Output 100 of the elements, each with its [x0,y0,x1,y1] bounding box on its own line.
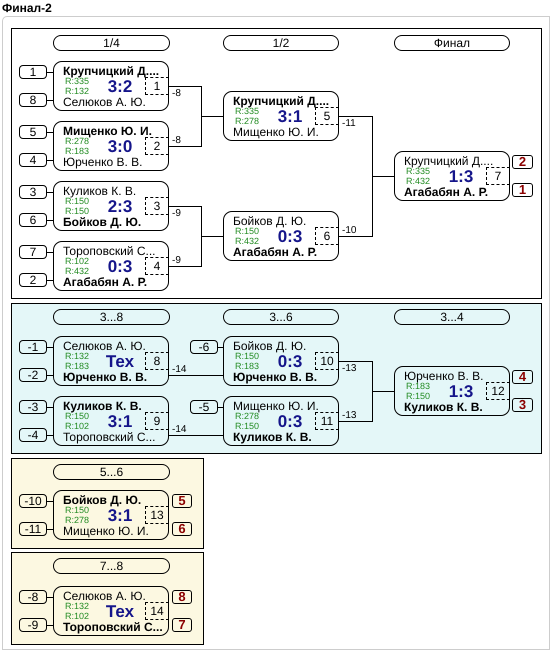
place-tag: 2 [512,155,533,169]
player-name: Мищенко Ю. И. [233,399,319,413]
edge-label: -8 [171,134,182,146]
rating: R:150 [235,421,260,431]
match-number-tag: 1 [145,77,169,95]
seed-connector [46,435,54,436]
match-score: 2:3 [108,198,134,216]
seed-connector [46,375,54,376]
edge-label: -13 [341,410,358,420]
rating: R:102 [65,611,90,621]
seed-connector [46,529,54,530]
match-score: 3:1 [108,413,134,431]
player-name: Куликов К. В. [63,184,136,198]
edge-label: -14 [171,364,188,374]
match-number-tag: 13 [145,506,169,524]
seed-connector [46,72,54,73]
match-number-tag: 7 [486,167,510,185]
match-number-tag: 12 [486,382,510,400]
match-card [53,336,169,386]
player-name: Агабабян А. Р. [233,245,318,259]
seed-tag: -3 [19,400,47,414]
player-name: Юрченко В. В. [63,370,148,384]
place-tag: 6 [172,522,192,536]
seed-tag: 2 [19,273,47,287]
match-score: 3:1 [278,108,302,126]
match-number-tag: 14 [145,602,169,620]
seed-tag: 6 [19,213,47,227]
rating: R:150 [65,505,90,515]
rating: R:132 [65,351,90,361]
edge-label: -11 [341,118,357,128]
player-name: Бойков Д. Ю. [63,215,142,229]
match-score: 0:3 [108,258,132,276]
match-card [53,396,169,446]
seed-connector [46,220,54,221]
rating: R:432 [65,266,90,276]
bracket-panel [11,552,204,645]
seed-connector [218,407,224,408]
seed-tag: 4 [19,153,47,167]
bracket-connector [338,176,394,237]
edge-label: -9 [171,208,182,218]
match-card [53,586,169,636]
seed-tag: -5 [190,400,218,414]
bracket-panel [11,303,542,454]
bracket-panel [11,458,204,549]
seed-tag: 3 [19,185,47,199]
rating: R:278 [65,136,90,146]
seed-tag: 7 [19,245,47,259]
player-name: Юрченко В. В. [404,369,484,383]
match-score: 1:3 [448,168,474,186]
round-header: 5...6 [53,464,170,480]
rating: R:432 [235,236,260,246]
rating: R:150 [65,411,90,421]
player-name: Бойков Д. Ю. [233,214,306,228]
match-card [223,211,339,261]
seed-tag: -9 [19,618,47,632]
match-card [223,336,339,386]
seed-connector [46,625,54,626]
round-header: Финал [394,35,510,51]
seed-tag: -11 [19,522,47,536]
rating: R:150 [235,351,260,361]
player-name: Селюков А. Ю. [63,589,146,603]
match-card [394,366,510,416]
match-score: Тех [104,353,136,371]
player-name: Крупчицкий Д.... [233,94,330,108]
seed-connector [46,597,54,598]
match-card [394,151,510,201]
player-name: Агабабян А. Р. [63,275,148,289]
player-name: Куликов К. В. [63,399,142,413]
seed-tag: 1 [19,65,47,79]
match-number-tag: 2 [145,137,169,155]
rating: R:183 [235,361,260,371]
match-score: Тех [104,603,136,621]
player-name: Юрченко В. В. [233,370,318,384]
rating: R:183 [65,146,90,156]
edge-label: -14 [171,424,188,434]
player-name: Селюков А. Ю. [63,339,146,353]
match-card [53,61,169,111]
seed-tag: -1 [19,340,47,354]
player-name: Крупчицкий Д.... [63,64,160,78]
player-name: Бойков Д. Ю. [63,493,142,507]
round-header: 1/4 [53,35,170,51]
match-card [53,181,169,231]
seed-connector [46,407,54,408]
match-score: 0:3 [278,413,304,431]
player-name: Мищенко Ю. И. [233,125,319,139]
player-name: Крупчицкий Д.... [404,154,494,168]
seed-connector [46,501,54,502]
player-name: Тороповский С... [63,244,156,258]
bracket-connector [168,435,224,436]
round-header: 1/2 [223,35,339,51]
rating: R:183 [406,381,430,391]
match-card [223,396,339,446]
rating: R:335 [65,76,90,86]
place-tag: 8 [172,590,192,604]
rating: R:150 [406,391,430,401]
rating: R:150 [65,196,90,206]
round-header: 3...8 [53,309,170,325]
seed-connector [46,160,54,161]
match-score: 0:3 [278,353,304,371]
rating: R:432 [406,176,430,186]
